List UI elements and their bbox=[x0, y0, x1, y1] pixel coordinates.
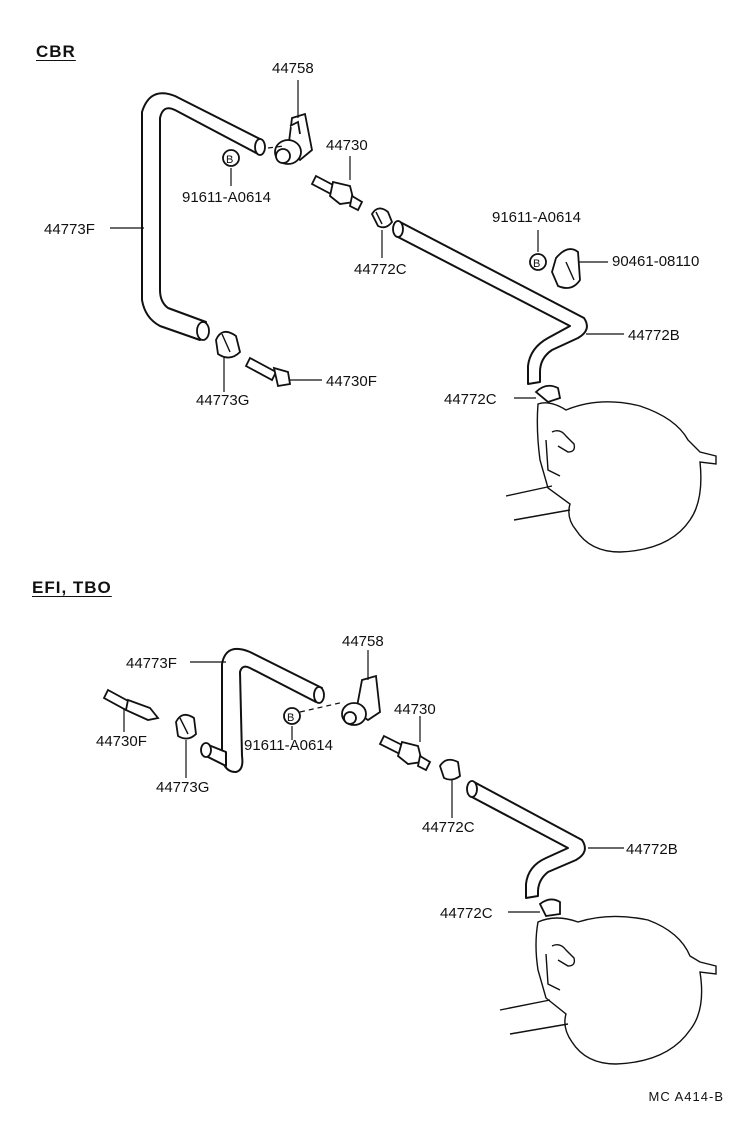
label-44773f: 44773F bbox=[44, 221, 95, 238]
label-91611-a0614: 91611-A0614 bbox=[492, 209, 581, 226]
label-44730: 44730 bbox=[394, 701, 436, 718]
label-44772c: 44772C bbox=[422, 819, 475, 836]
hose-44772b-icon bbox=[392, 220, 588, 385]
engine-housing-icon bbox=[505, 401, 717, 553]
label-91611-a0614: 91611-A0614 bbox=[182, 189, 271, 206]
svg-text:B: B bbox=[287, 712, 294, 724]
label-44773g: 44773G bbox=[156, 779, 209, 796]
bolt-b-icon: B bbox=[529, 253, 547, 271]
hose-44773f-icon bbox=[141, 92, 266, 341]
label-90461-08110: 90461-08110 bbox=[612, 253, 699, 270]
label-44730f: 44730F bbox=[326, 373, 377, 390]
label-44772b: 44772B bbox=[626, 841, 678, 858]
label-44730f: 44730F bbox=[96, 733, 147, 750]
hose-44772b-icon bbox=[466, 780, 586, 899]
bracket-44758-icon bbox=[341, 674, 381, 726]
section-title-efi-tbo: EFI, TBO bbox=[32, 578, 112, 597]
label-44772c: 44772C bbox=[444, 391, 497, 408]
cbr-diagram: B B bbox=[44, 60, 717, 553]
label-44772c: 44772C bbox=[440, 905, 493, 922]
clip-90461-icon bbox=[551, 248, 581, 289]
engine-housing-icon bbox=[499, 915, 717, 1065]
label-44758: 44758 bbox=[342, 633, 384, 650]
clamp-44772c-icon bbox=[534, 384, 562, 404]
clamp-44772c-icon bbox=[439, 758, 461, 781]
efi-tbo-diagram: B bbox=[96, 633, 717, 1065]
bracket-44758-icon bbox=[274, 112, 313, 165]
label-44772b: 44772B bbox=[628, 327, 680, 344]
label-44773f: 44773F bbox=[126, 655, 177, 672]
label-44730: 44730 bbox=[326, 137, 368, 154]
clamp-44773g-icon bbox=[175, 713, 197, 740]
valve-44730-icon bbox=[378, 734, 432, 772]
hose-44773f-icon bbox=[200, 648, 325, 773]
svg-text:B: B bbox=[533, 258, 540, 270]
valve-44730f-icon bbox=[102, 688, 160, 721]
valve-44730f-icon bbox=[244, 356, 292, 388]
valve-44730-icon bbox=[310, 174, 364, 212]
label-44773g: 44773G bbox=[196, 392, 249, 409]
label-44758: 44758 bbox=[272, 60, 314, 77]
section-title-cbr: CBR bbox=[36, 42, 76, 61]
bolt-b-icon: B bbox=[283, 707, 301, 725]
diagram-reference-code: MC A414-B bbox=[648, 1089, 724, 1104]
label-44772c: 44772C bbox=[354, 261, 407, 278]
svg-text:B: B bbox=[226, 154, 233, 166]
bolt-b-icon: B bbox=[222, 149, 240, 167]
label-91611-a0614: 91611-A0614 bbox=[244, 737, 333, 754]
clamp-44773g-icon bbox=[215, 330, 241, 359]
clamp-44772c-icon bbox=[538, 898, 561, 917]
clamp-44772c-icon bbox=[370, 207, 394, 229]
